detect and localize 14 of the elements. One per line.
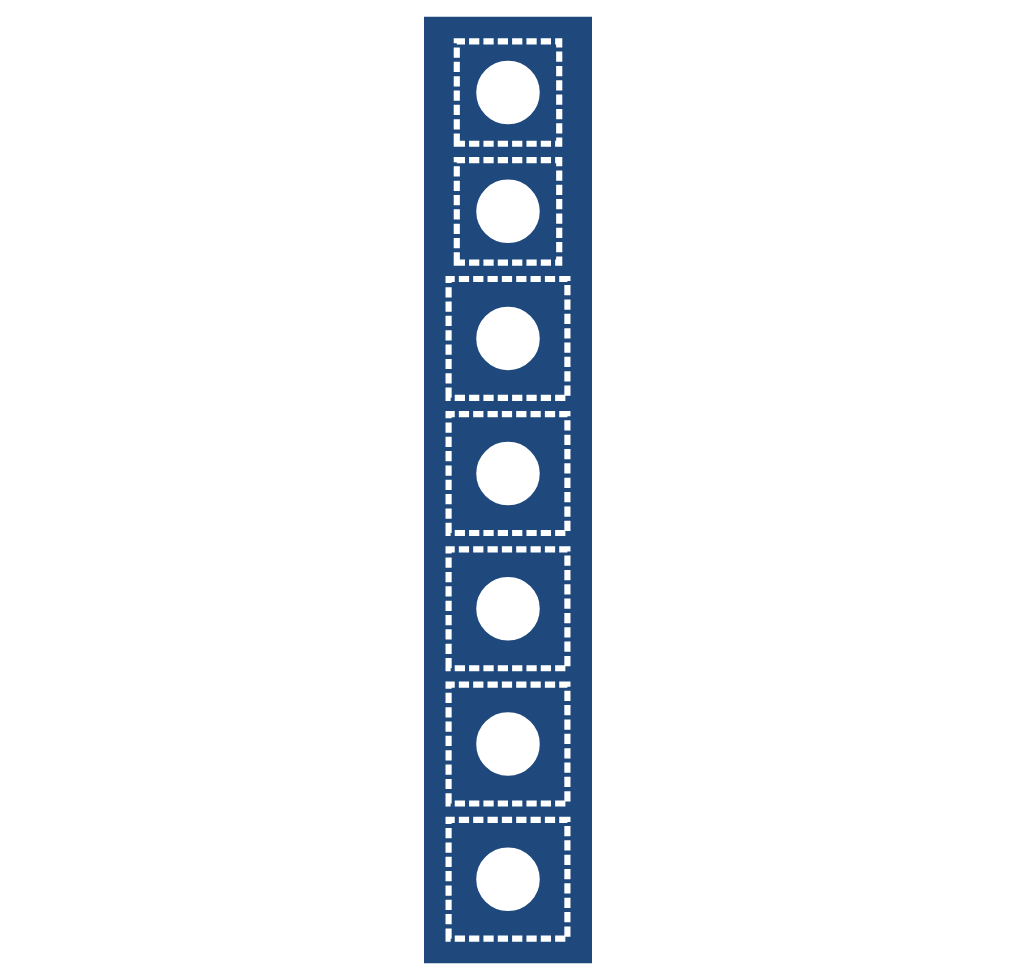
cluster (445, 546, 571, 672)
node-circle (476, 60, 540, 125)
node-circle (476, 179, 540, 244)
node-circle (476, 441, 540, 506)
node-circle (476, 577, 540, 641)
cluster (445, 275, 571, 401)
node-circle (476, 306, 540, 371)
cluster (445, 816, 571, 942)
cluster (445, 411, 571, 537)
cluster (453, 157, 563, 266)
cluster (453, 38, 563, 147)
node-circle (476, 847, 540, 912)
cluster (445, 681, 571, 807)
node-circle (476, 712, 540, 776)
